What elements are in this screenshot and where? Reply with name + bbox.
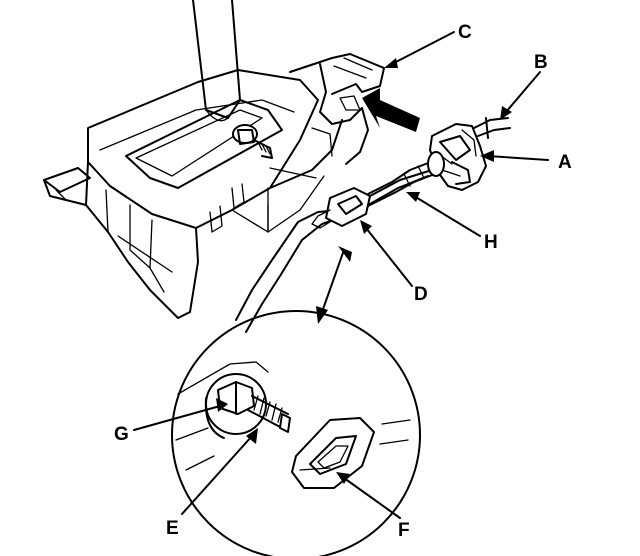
callout-c: C bbox=[458, 22, 472, 43]
callout-labels: A B C D E F G H bbox=[114, 22, 572, 541]
callout-f: F bbox=[398, 520, 410, 541]
callout-d: D bbox=[414, 284, 428, 305]
direction-arrow bbox=[362, 88, 420, 132]
callout-e: E bbox=[166, 518, 179, 539]
callout-g: G bbox=[114, 424, 129, 445]
detail-circle bbox=[171, 246, 421, 556]
callout-b: B bbox=[534, 52, 548, 73]
leader-lines bbox=[133, 31, 549, 519]
callout-h: H bbox=[484, 232, 498, 253]
shift-cable bbox=[235, 117, 511, 333]
callout-a: A bbox=[558, 152, 572, 173]
shifter-housing bbox=[43, 0, 385, 319]
